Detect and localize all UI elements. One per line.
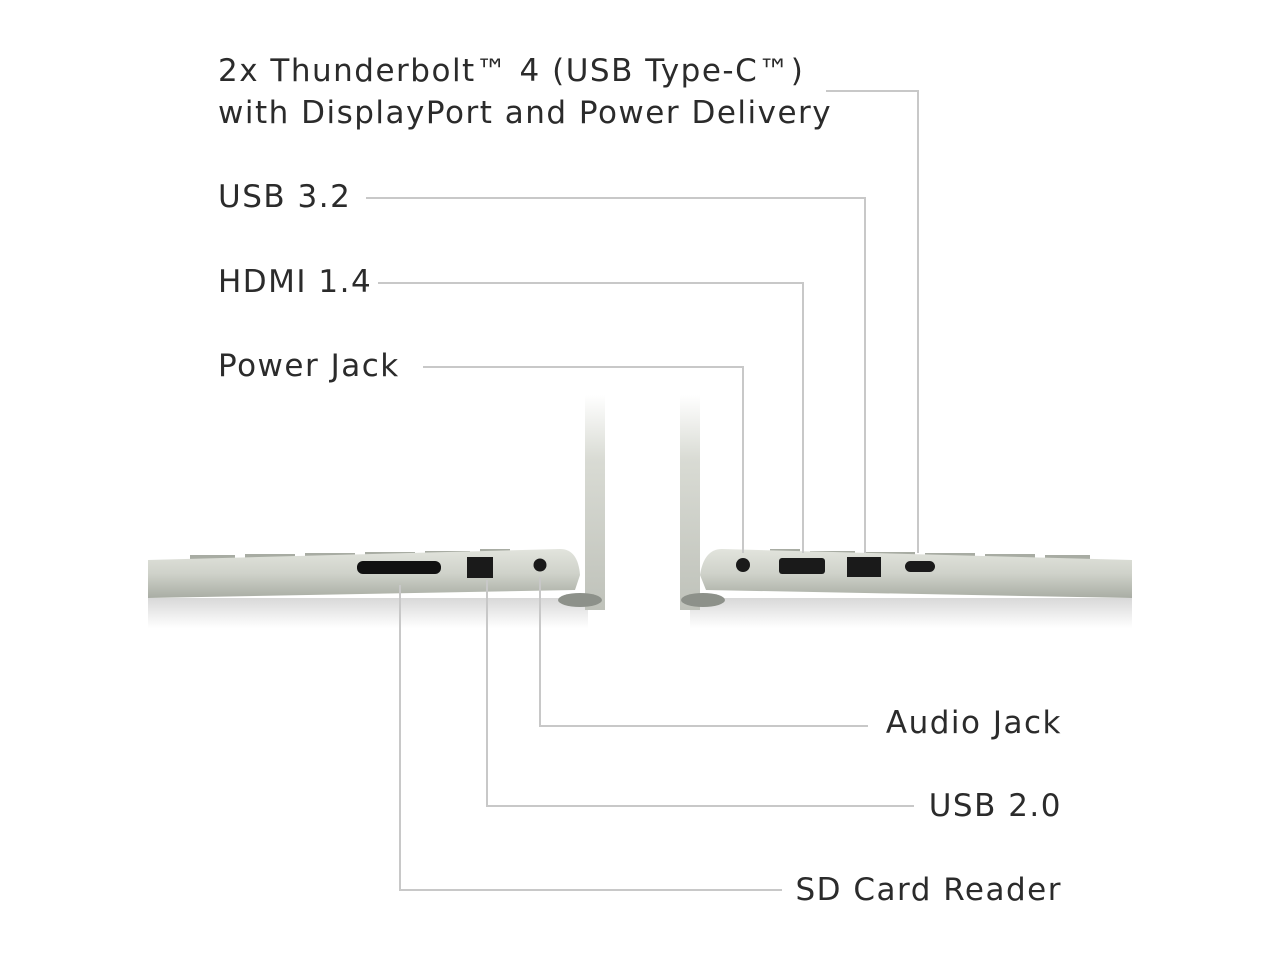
usb-a-port-right (847, 557, 881, 577)
audio-jack-label: Audio Jack (885, 705, 1062, 741)
thunderbolt-label-line1: 2x Thunderbolt™ 4 (USB Type-C™) (218, 53, 805, 89)
usb-a-port-left (467, 557, 493, 578)
thunderbolt-label-line2: with DisplayPort and Power Delivery (218, 95, 833, 131)
audio-port (533, 558, 547, 572)
usb32-label: USB 3.2 (218, 179, 352, 215)
sd-card-reader-label: SD Card Reader (795, 872, 1062, 908)
sd-slot (357, 561, 441, 574)
hdmi-label: HDMI 1.4 (218, 264, 373, 300)
hdmi-port (779, 558, 825, 574)
thunderbolt-label: 2x Thunderbolt™ 4 (USB Type-C™) with Dis… (218, 50, 832, 134)
usb20-label: USB 2.0 (928, 788, 1062, 824)
usb-c-port (905, 561, 935, 572)
leader-lines (366, 90, 919, 891)
power-jack-label: Power Jack (218, 348, 400, 384)
left-laptop (148, 395, 605, 628)
right-laptop (680, 395, 1132, 628)
power-port (736, 558, 750, 572)
